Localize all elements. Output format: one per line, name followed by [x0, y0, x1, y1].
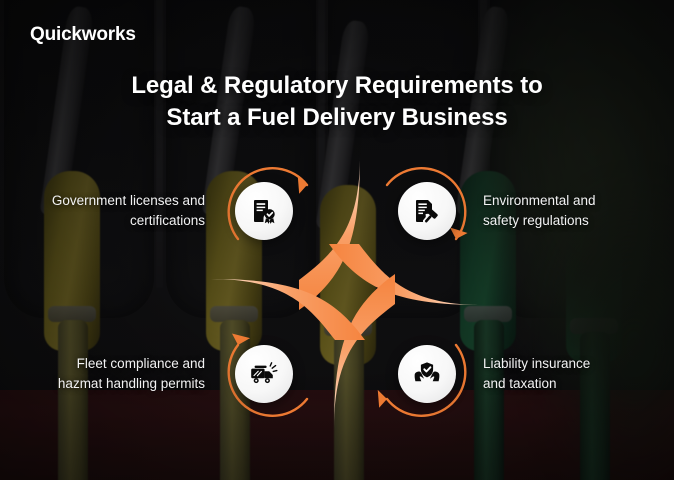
item-label-line-1: Environmental and: [483, 193, 596, 208]
orbit-arrow-bottom-right: [385, 343, 467, 417]
item-label-line-1: Liability insurance: [483, 356, 591, 371]
page-title-line-1: Legal & Regulatory Requirements to: [131, 72, 543, 99]
icon-bubble-fleet-compliance[interactable]: [235, 345, 293, 403]
item-label-fleet-compliance: Fleet compliance and hazmat handling per…: [30, 354, 205, 393]
orbit-arrowhead-bottom-left: [231, 333, 251, 345]
orbit-arrowhead-bottom-right: [377, 389, 387, 408]
orbit-arrows: [227, 167, 467, 417]
page-title-line-2: Start a Fuel Delivery Business: [166, 103, 508, 131]
pinwheel-arm-right: [329, 244, 483, 305]
item-label-line-2: certifications: [129, 212, 205, 228]
certificate-document-icon: [250, 197, 278, 225]
icon-bubble-liability-insurance[interactable]: [398, 345, 456, 403]
pinwheel-arm-top: [299, 156, 360, 310]
delivery-truck-icon: [249, 359, 279, 389]
item-label-government-licenses: Government licenses and certifications: [30, 191, 205, 230]
document-gavel-icon: [413, 197, 441, 225]
item-label-line-1: Fleet compliance and: [76, 356, 205, 371]
shield-in-hands-icon: [412, 359, 442, 389]
item-label-line-1: Government licenses and: [51, 193, 205, 208]
icon-bubble-government-licenses[interactable]: [235, 182, 293, 240]
pinwheel-diagram: [207, 152, 487, 432]
item-label-environmental-safety: Environmental and safety regulations: [483, 191, 658, 230]
pinwheel-arm-left: [211, 279, 365, 340]
orbit-arrowhead-top-right: [449, 227, 468, 239]
orbit-arrow-top-left: [227, 167, 309, 241]
pinwheel-arms: [211, 156, 483, 428]
brand-logo: Quickworks: [30, 24, 136, 45]
page-title: Legal & Regulatory Requirements to Start…: [0, 70, 674, 133]
orbit-arrowheads: [231, 175, 468, 408]
pinwheel-arm-bottom: [334, 274, 395, 428]
orbit-arrow-bottom-left: [227, 343, 309, 417]
icon-bubble-environmental-safety[interactable]: [398, 182, 456, 240]
orbit-arrow-top-right: [385, 167, 467, 241]
item-label-line-2: safety regulations: [483, 212, 589, 228]
item-label-line-2: hazmat handling permits: [57, 375, 205, 391]
orbit-arrowhead-top-left: [297, 175, 307, 194]
item-label-line-2: and taxation: [483, 375, 557, 391]
item-label-liability-insurance: Liability insurance and taxation: [483, 354, 658, 393]
